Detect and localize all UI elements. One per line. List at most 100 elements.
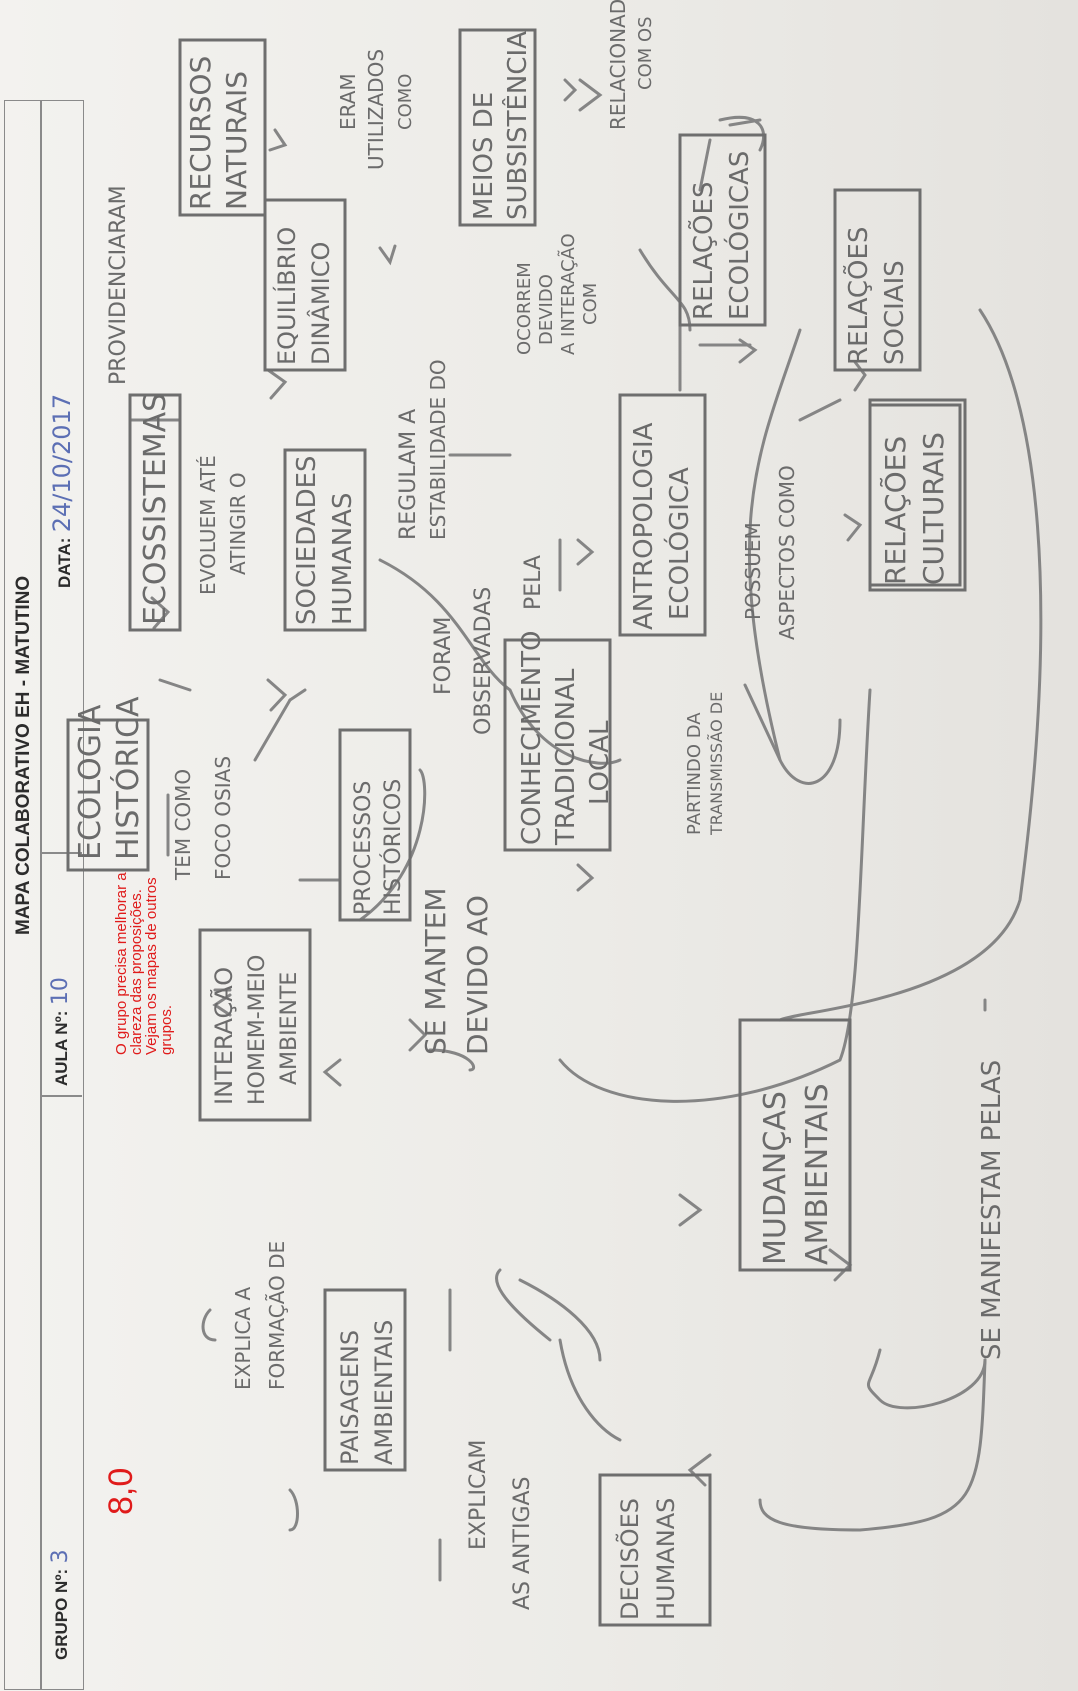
- header-frame: [4, 100, 84, 1690]
- svg-text:HUMANAS: HUMANAS: [328, 492, 358, 625]
- svg-text:PARTINDO DA: PARTINDO DA: [684, 712, 705, 835]
- svg-text:HUMANAS: HUMANAS: [652, 1498, 680, 1620]
- svg-text:NATURAIS: NATURAIS: [220, 71, 253, 210]
- link-eram: ERAM UTILIZADOS COMO: [336, 49, 416, 170]
- box-meios: [458, 28, 537, 227]
- svg-text:TEM COMO: TEM COMO: [171, 769, 195, 881]
- concept-interacao: INTERAÇÃO HOMEM-MEIO AMBIENTE: [208, 955, 302, 1105]
- svg-text:FOCO OSIAS: FOCO OSIAS: [211, 756, 235, 880]
- svg-text:EVOLUEM ATÉ: EVOLUEM ATÉ: [196, 455, 220, 595]
- link-foram: FORAM OBSERVADAS: [431, 587, 496, 735]
- svg-text:8,0: 8,0: [102, 1468, 140, 1515]
- concept-relacoes-sociais: RELAÇÕES SOCIAIS: [842, 227, 910, 365]
- svg-text:RELAÇÕES: RELAÇÕES: [878, 436, 912, 585]
- link-tem-como: TEM COMO FOCO OSIAS: [171, 756, 235, 881]
- svg-text:ANTROPOLOGIA: ANTROPOLOGIA: [629, 422, 659, 630]
- comment-line-3: Vejam os mapas de outros: [143, 877, 160, 1055]
- link-evoluem: EVOLUEM ATÉ ATINGIR O: [196, 455, 250, 595]
- svg-text:SE MANTEM: SE MANTEM: [419, 887, 452, 1055]
- svg-text:POSSUEM: POSSUEM: [741, 522, 765, 620]
- box-conhecimento: [503, 638, 612, 852]
- concept-processos-historicos: PROCESSOS HISTÓRICOS: [351, 779, 406, 915]
- svg-text:EXPLICAM: EXPLICAM: [466, 1440, 491, 1550]
- comment-line-1: O grupo precisa melhorar a: [113, 872, 130, 1055]
- concept-equilibrio-dinamico: EQUILÍBRIO DINÂMICO: [272, 227, 335, 365]
- link-se-manifestam: SE MANIFESTAM PELAS: [977, 1060, 1007, 1360]
- svg-text:ECOLÓGICA: ECOLÓGICA: [663, 467, 695, 620]
- svg-text:ERAM: ERAM: [336, 73, 360, 130]
- concept-meios-subsistencia: MEIOS DE SUBSISTÊNCIA: [469, 31, 533, 220]
- concept-paisagens: PAISAGENS AMBIENTAIS: [336, 1320, 398, 1465]
- svg-text:ASPECTOS COMO: ASPECTOS COMO: [775, 465, 799, 640]
- concept-sociedades-humanas: SOCIEDADES HUMANAS: [292, 455, 358, 625]
- svg-text:AMBIENTAIS: AMBIENTAIS: [370, 1320, 398, 1465]
- link-pela: PELA: [521, 555, 546, 610]
- svg-text:COM OS: COM OS: [635, 16, 656, 90]
- svg-text:UTILIZADOS: UTILIZADOS: [364, 49, 388, 170]
- header-sep-grupo: [42, 1095, 82, 1097]
- box-decisoes: [598, 1473, 712, 1627]
- svg-text:RECURSOS: RECURSOS: [184, 56, 217, 210]
- svg-text:ATINGIR O: ATINGIR O: [226, 472, 250, 575]
- svg-text:HISTÓRICOS: HISTÓRICOS: [380, 779, 406, 915]
- svg-text:EXPLICA A: EXPLICA A: [231, 1287, 255, 1390]
- svg-text:REGULAM A: REGULAM A: [396, 409, 421, 540]
- grade-mark: 8,0: [102, 1468, 140, 1515]
- box-processos: [338, 728, 412, 922]
- svg-text:OCORREM: OCORREM: [514, 262, 535, 355]
- svg-text:TRANSMISSÃO DE: TRANSMISSÃO DE: [707, 692, 726, 836]
- concept-ecologia-historica: ECOLOGIA HISTÓRICA: [73, 696, 146, 860]
- svg-text:MEIOS DE: MEIOS DE: [469, 92, 499, 220]
- svg-text:SOCIAIS: SOCIAIS: [880, 260, 910, 365]
- concept-decisoes: DECISÕES HUMANAS: [614, 1498, 680, 1620]
- teacher-comment: O grupo precisa melhorar a clareza das p…: [113, 872, 175, 1055]
- arrow-heads: [150, 78, 867, 1487]
- box-antropologia: [618, 393, 707, 637]
- box-sociedades: [283, 448, 367, 632]
- box-mudancas: [738, 1018, 852, 1272]
- svg-text:LOCAL: LOCAL: [585, 720, 615, 805]
- concept-recursos-naturais: RECURSOS NATURAIS: [184, 56, 253, 210]
- svg-text:CULTURAIS: CULTURAIS: [917, 432, 950, 585]
- svg-text:SOCIEDADES: SOCIEDADES: [292, 455, 322, 625]
- concept-ecossistemas: ECOSSISTEMAS: [138, 393, 173, 625]
- svg-text:ECOLÓGICAS: ECOLÓGICAS: [723, 151, 755, 320]
- svg-text:FORMAÇÃO DE: FORMAÇÃO DE: [265, 1241, 289, 1390]
- bottom-connectors: [201, 998, 987, 1582]
- svg-text:CONHECIMENTO: CONHECIMENTO: [517, 630, 547, 845]
- svg-text:PELA: PELA: [521, 555, 546, 610]
- svg-text:AMBIENTAIS: AMBIENTAIS: [800, 1083, 835, 1265]
- svg-text:INTERAÇÃO: INTERAÇÃO: [208, 967, 238, 1105]
- concept-relacoes-ecologicas: RELAÇÕES ECOLÓGICAS: [687, 151, 755, 320]
- header-divider: [40, 100, 42, 1690]
- svg-text:SE MANIFESTAM PELAS: SE MANIFESTAM PELAS: [977, 1060, 1007, 1360]
- svg-text:MUDANÇAS: MUDANÇAS: [758, 1091, 793, 1265]
- comment-line-4: grupos.: [158, 1005, 175, 1055]
- link-ocorrem: OCORREM DEVIDO A INTERAÇÃO COM: [514, 233, 601, 355]
- svg-text:PROVIDENCIARAM: PROVIDENCIARAM: [106, 185, 131, 385]
- concept-antropologia: ANTROPOLOGIA ECOLÓGICA: [629, 422, 695, 630]
- svg-text:COMO: COMO: [395, 74, 416, 130]
- concept-mudancas: MUDANÇAS AMBIENTAIS: [758, 1083, 835, 1265]
- svg-text:HISTÓRICA: HISTÓRICA: [109, 696, 146, 860]
- link-se-mantem: SE MANTEM DEVIDO AO: [419, 887, 494, 1055]
- box-recursos: [178, 38, 267, 217]
- svg-text:COM: COM: [580, 283, 601, 325]
- link-explica: EXPLICA A FORMAÇÃO DE: [231, 1241, 289, 1390]
- link-labels: PROVIDENCIARAM EVOLUEM ATÉ ATINGIR O REG…: [106, 0, 1007, 1610]
- link-partindo: PARTINDO DA TRANSMISSÃO DE: [684, 692, 726, 836]
- svg-text:ESTABILIDADE DO: ESTABILIDADE DO: [426, 359, 450, 540]
- svg-text:AS ANTIGAS: AS ANTIGAS: [510, 1476, 535, 1610]
- concept-relacoes-culturais: RELAÇÕES CULTURAIS: [878, 432, 950, 585]
- svg-text:FORAM: FORAM: [431, 617, 456, 695]
- svg-text:DECISÕES: DECISÕES: [614, 1498, 644, 1620]
- svg-text:TRADICIONAL: TRADICIONAL: [551, 668, 581, 846]
- link-providenciaram: PROVIDENCIARAM: [106, 185, 131, 385]
- svg-text:OBSERVADAS: OBSERVADAS: [471, 587, 496, 735]
- svg-text:SUBSISTÊNCIA: SUBSISTÊNCIA: [501, 31, 533, 220]
- box-equilibrio: [263, 198, 347, 372]
- svg-text:PAISAGENS: PAISAGENS: [336, 1330, 364, 1465]
- svg-text:HOMEM-MEIO: HOMEM-MEIO: [245, 955, 270, 1105]
- svg-text:ECOLOGIA: ECOLOGIA: [73, 704, 108, 860]
